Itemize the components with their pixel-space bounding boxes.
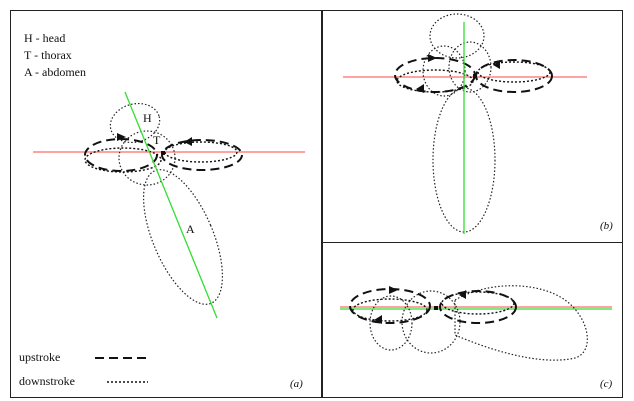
panel-a-figure xyxy=(33,91,305,319)
panel-c-head-outline xyxy=(369,295,413,351)
panel-b-figure xyxy=(343,13,587,234)
panel-c-downstroke-right-arrow xyxy=(459,290,466,299)
panel-c-figure xyxy=(340,285,612,361)
panel-a-upstroke-right xyxy=(161,139,243,171)
panel-a-head-outline xyxy=(109,102,161,144)
panel-c-wing-hinge xyxy=(434,306,438,310)
panel-c-border xyxy=(322,242,623,398)
panel-c-label: (c) xyxy=(600,378,613,390)
panel-a-thorax-outline xyxy=(118,130,176,186)
downstroke-key-label: downstroke xyxy=(19,374,75,388)
panel-a-abdomen-outline xyxy=(142,169,224,305)
upstroke-key-label: upstroke xyxy=(19,350,61,364)
legend-abdomen: A - abdomen xyxy=(24,65,86,79)
panel-b-border xyxy=(322,10,623,243)
panel-b-downstroke-left xyxy=(396,69,474,93)
panel-b-wing-hinge xyxy=(473,74,477,78)
panel-c-upstroke-right xyxy=(439,290,517,324)
panel-b-downstroke-arrow xyxy=(416,84,424,93)
panel-a-downstroke-right xyxy=(164,141,238,163)
legend-thorax: T - thorax xyxy=(24,48,72,62)
panel-c-downstroke-right xyxy=(441,291,515,315)
panel-a-border xyxy=(10,10,322,398)
panel-b-head-outline xyxy=(429,13,485,59)
panel-b-thorax-left-outline xyxy=(422,45,466,97)
panel-a-body-axis xyxy=(124,91,218,319)
panel-b-downstroke-right xyxy=(477,61,551,83)
label-thorax: T xyxy=(153,133,161,147)
panel-a-label: (a) xyxy=(290,378,303,390)
label-abdomen: A xyxy=(186,222,195,236)
panel-b-upstroke-right xyxy=(475,59,553,93)
panel-c-upstroke-left xyxy=(349,288,431,324)
panel-c-abdomen-outline xyxy=(454,285,588,361)
panel-c-downstroke-left xyxy=(352,298,428,322)
label-head: H xyxy=(143,111,152,125)
panel-b-downstroke-right-arrow xyxy=(493,60,500,69)
panel-a-wing-hinge xyxy=(161,151,165,155)
panel-a-downstroke-arrow xyxy=(184,137,192,146)
panel-a-upstroke-arrow xyxy=(117,133,126,141)
panel-b-label: (b) xyxy=(600,220,613,232)
panel-b-upstroke-left xyxy=(394,57,476,93)
panel-c-upstroke-arrow xyxy=(389,286,398,294)
panel-a-downstroke-left xyxy=(84,147,162,173)
panel-c-downstroke-arrow xyxy=(374,315,382,324)
legend-head: H - head xyxy=(24,31,66,45)
panel-b-upstroke-arrow xyxy=(428,54,437,62)
panel-b-thorax-right-outline xyxy=(448,41,492,93)
